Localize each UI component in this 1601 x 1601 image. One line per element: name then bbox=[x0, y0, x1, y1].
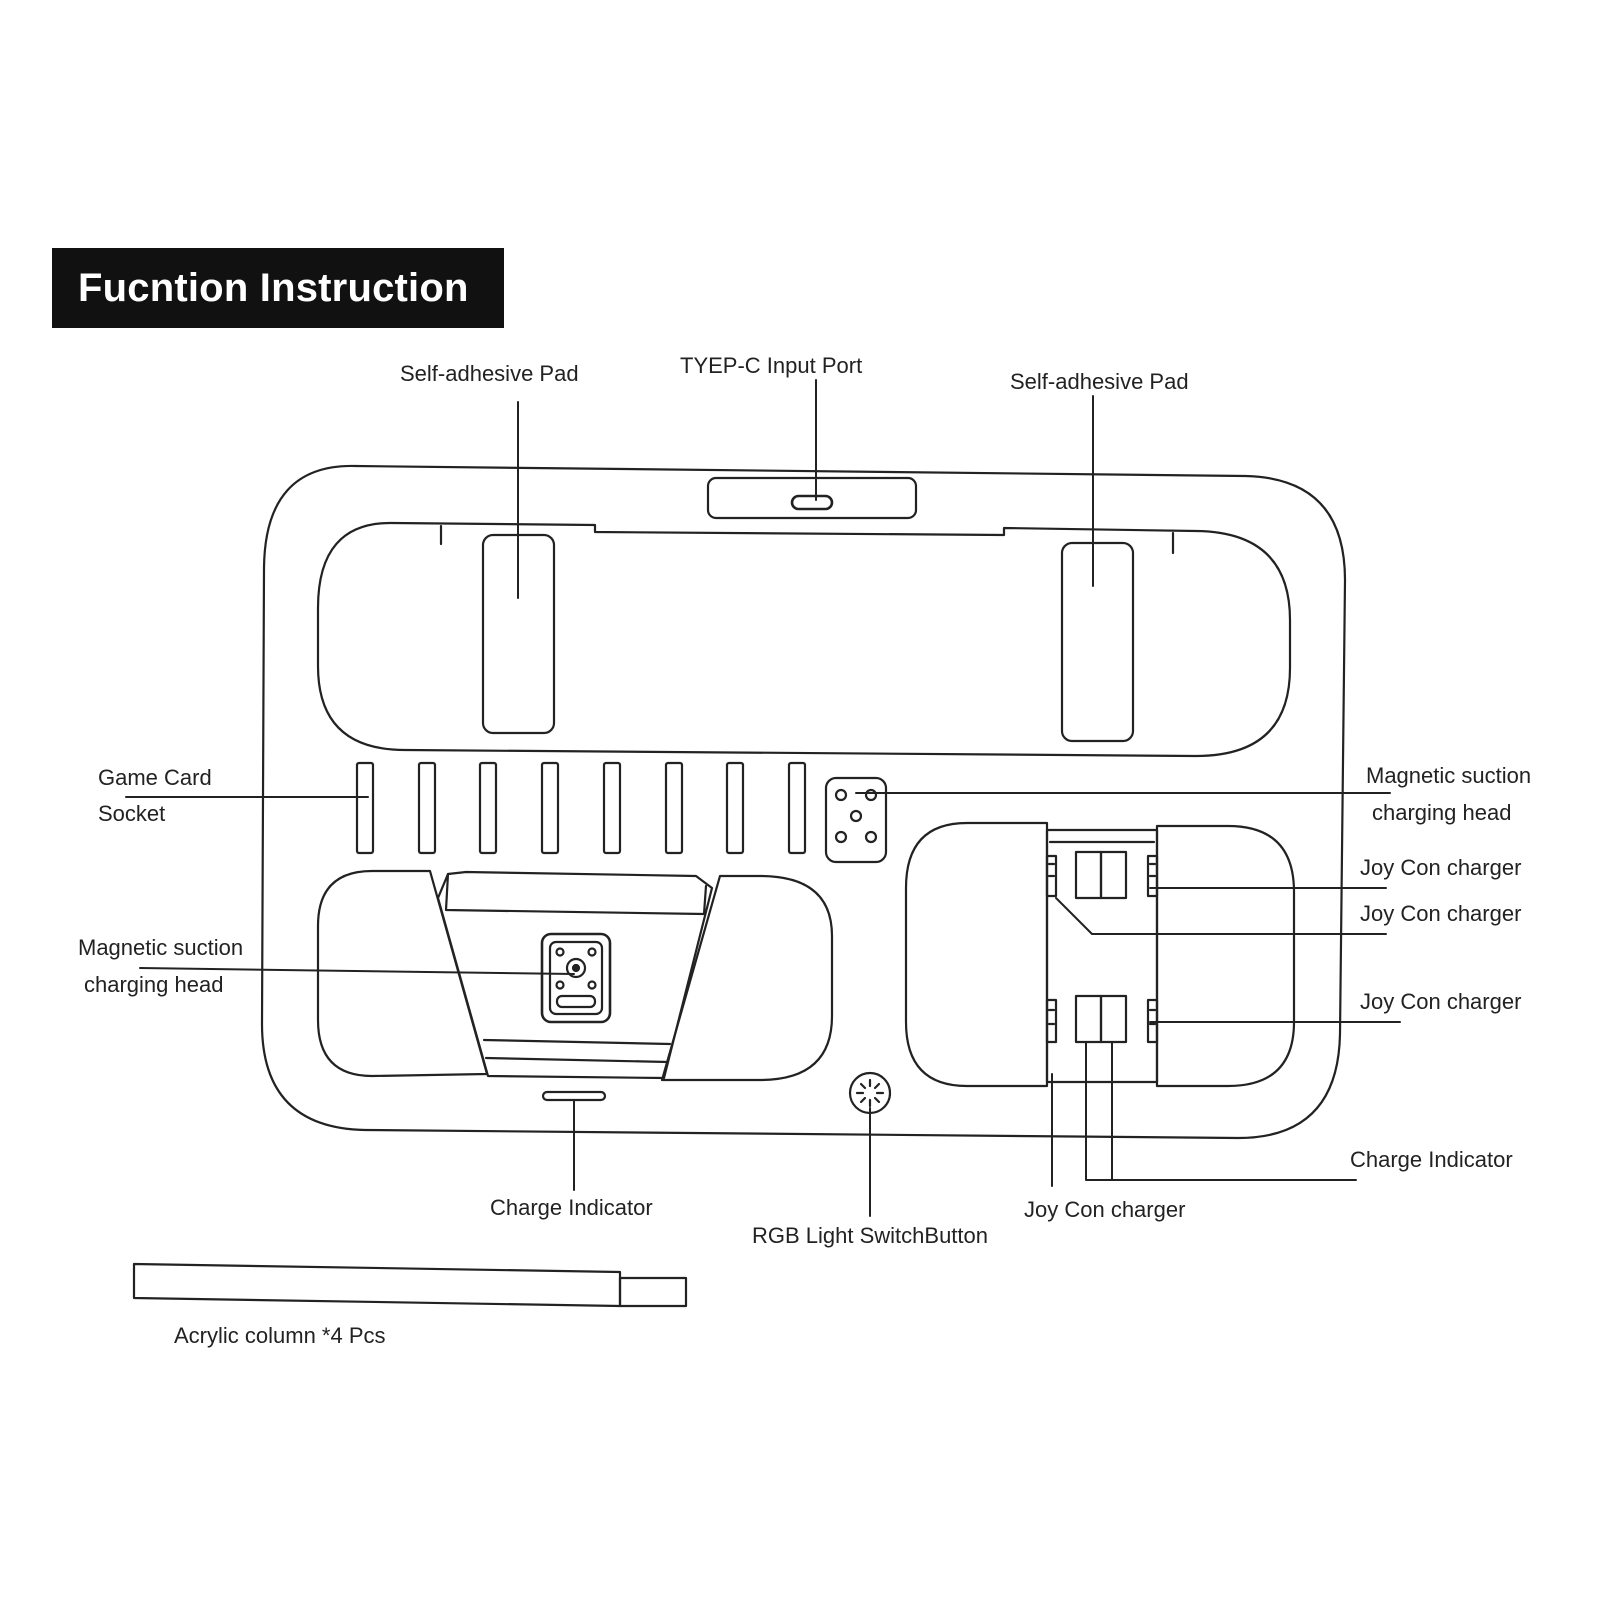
cradle-ridge bbox=[482, 1038, 672, 1046]
type-c-port-icon bbox=[790, 494, 834, 511]
magnet-contact-icon bbox=[565, 957, 587, 979]
acrylic-column-tip bbox=[618, 1276, 688, 1308]
center-cradle-inner bbox=[444, 872, 708, 916]
game-card-sockets bbox=[355, 761, 807, 855]
console-tray bbox=[316, 521, 1292, 758]
type-c-port-plate bbox=[706, 476, 918, 520]
game-card-socket bbox=[602, 761, 622, 855]
rgb-light-switch-label: RGB Light SwitchButton bbox=[752, 1223, 989, 1248]
game-card-socket bbox=[787, 761, 807, 855]
joy-con-charger-label-2: Joy Con charger bbox=[1360, 901, 1522, 926]
acrylic-column-label: Acrylic column *4 Pcs bbox=[174, 1323, 386, 1348]
joycon-hub bbox=[1045, 828, 1159, 1084]
magnetic-charging-head-small bbox=[824, 776, 888, 864]
controller-cradle-right bbox=[660, 874, 834, 1082]
controller-cradle-left bbox=[316, 869, 489, 1078]
self-adhesive-pad-right bbox=[1060, 541, 1135, 743]
screw-icon bbox=[555, 980, 565, 990]
magnetic-charging-head-large bbox=[540, 932, 612, 1024]
joy-con-rail bbox=[1045, 854, 1058, 898]
joy-con-charger-label-1: Joy Con charger bbox=[1360, 855, 1522, 880]
screw-icon bbox=[587, 947, 597, 957]
pin-icon bbox=[864, 788, 878, 802]
center-cradle bbox=[436, 870, 714, 1080]
pin-icon bbox=[834, 830, 848, 844]
joycon-bay-right bbox=[1155, 824, 1296, 1088]
charge-indicator-bottom-label: Charge Indicator bbox=[490, 1195, 653, 1220]
leader-lines bbox=[125, 379, 1401, 1217]
self-adhesive-pad-right-label: Self-adhesive Pad bbox=[1010, 369, 1189, 394]
game-card-socket-label-line2: Socket bbox=[98, 801, 166, 826]
charge-indicator-window bbox=[1074, 994, 1103, 1044]
game-card-socket bbox=[478, 761, 498, 855]
charge-indicator-strip bbox=[541, 1090, 607, 1102]
rgb-switch-button bbox=[848, 1071, 892, 1115]
game-card-socket bbox=[355, 761, 375, 855]
game-card-socket bbox=[540, 761, 560, 855]
joy-con-charger-bottom-label: Joy Con charger bbox=[1024, 1197, 1186, 1222]
magnetic-suction-right-label-line1: Magnetic suction bbox=[1366, 763, 1532, 788]
joy-con-rail bbox=[1146, 854, 1159, 898]
joy-con-rail bbox=[1045, 998, 1058, 1044]
magnet-contact-dot bbox=[571, 963, 581, 973]
charge-indicator-window bbox=[1074, 850, 1103, 900]
cradle-ridge bbox=[484, 1056, 670, 1064]
magnetic-suction-left-label-line1: Magnetic suction bbox=[78, 935, 244, 960]
joycon-bay-left bbox=[904, 821, 1049, 1088]
game-card-socket-label-line1: Game Card bbox=[98, 765, 212, 790]
game-card-socket bbox=[725, 761, 745, 855]
type-c-input-port-label: TYEP-C Input Port bbox=[680, 353, 863, 378]
dock-base-outline bbox=[260, 464, 1347, 1140]
joy-con-charger-label-3: Joy Con charger bbox=[1360, 989, 1522, 1014]
acrylic-column bbox=[132, 1262, 622, 1308]
charge-indicator-right-label: Charge Indicator bbox=[1350, 1147, 1513, 1172]
magnetic-charging-head-inner bbox=[548, 940, 604, 1016]
charge-slot-icon bbox=[555, 994, 597, 1009]
title-banner: Fucntion Instruction bbox=[52, 248, 504, 328]
page-title: Fucntion Instruction bbox=[78, 265, 469, 310]
pin-icon bbox=[864, 830, 878, 844]
charge-indicator-window bbox=[1099, 994, 1128, 1044]
game-card-socket bbox=[664, 761, 684, 855]
game-card-socket bbox=[417, 761, 437, 855]
screw-icon bbox=[555, 947, 565, 957]
pin-icon bbox=[849, 809, 863, 823]
screw-icon bbox=[587, 980, 597, 990]
self-adhesive-pad-left-label: Self-adhesive Pad bbox=[400, 361, 579, 386]
magnetic-suction-right-label-line2: charging head bbox=[1372, 800, 1512, 825]
charge-indicator-window bbox=[1099, 850, 1128, 900]
pin-icon bbox=[834, 788, 848, 802]
magnetic-suction-left-label-line2: charging head bbox=[84, 972, 224, 997]
